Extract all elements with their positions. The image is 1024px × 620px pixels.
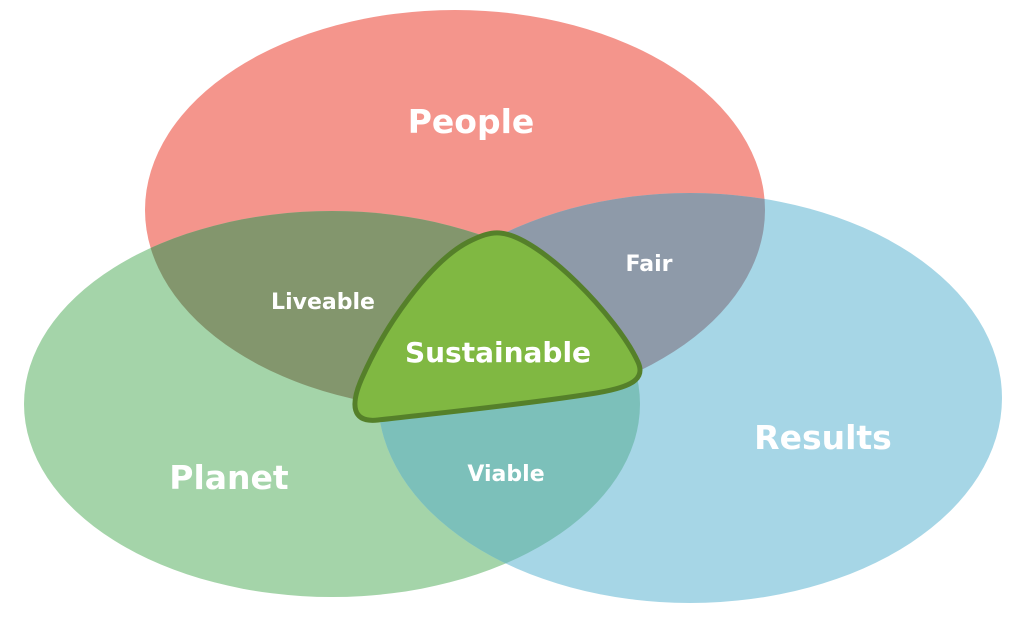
sustainable-region [352,230,643,423]
viable-label: Viable [467,462,544,487]
people-label: People [408,102,535,141]
liveable-label: Liveable [271,290,375,315]
results-label: Results [754,418,892,457]
sustainable-label: Sustainable [405,336,591,369]
fair-label: Fair [626,252,673,277]
planet-label: Planet [169,458,289,497]
